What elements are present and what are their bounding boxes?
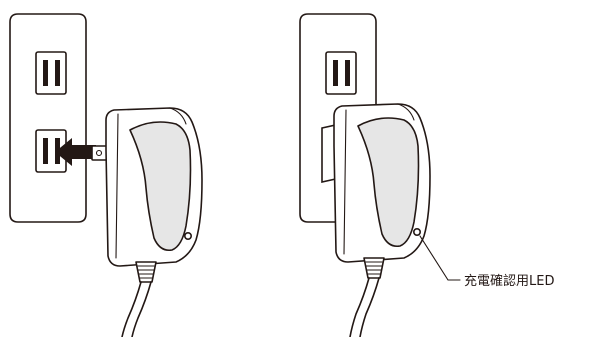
wall-outlet-left (9, 13, 87, 223)
cable-right (349, 257, 385, 337)
right-illustration (299, 13, 461, 337)
ac-adapter-left (105, 107, 203, 267)
insert-arrow-icon (55, 138, 96, 166)
left-illustration (9, 13, 203, 337)
upper-socket-right (325, 51, 357, 95)
led-leader-line (419, 235, 461, 281)
led-indicator-left (184, 232, 193, 241)
plug-prongs-left (91, 145, 108, 161)
ac-adapter-right (321, 103, 431, 263)
cable-left (121, 261, 157, 337)
led-indicator-right (412, 228, 421, 237)
led-callout-label: 充電確認用LED (464, 273, 554, 289)
upper-socket-left (35, 51, 67, 95)
